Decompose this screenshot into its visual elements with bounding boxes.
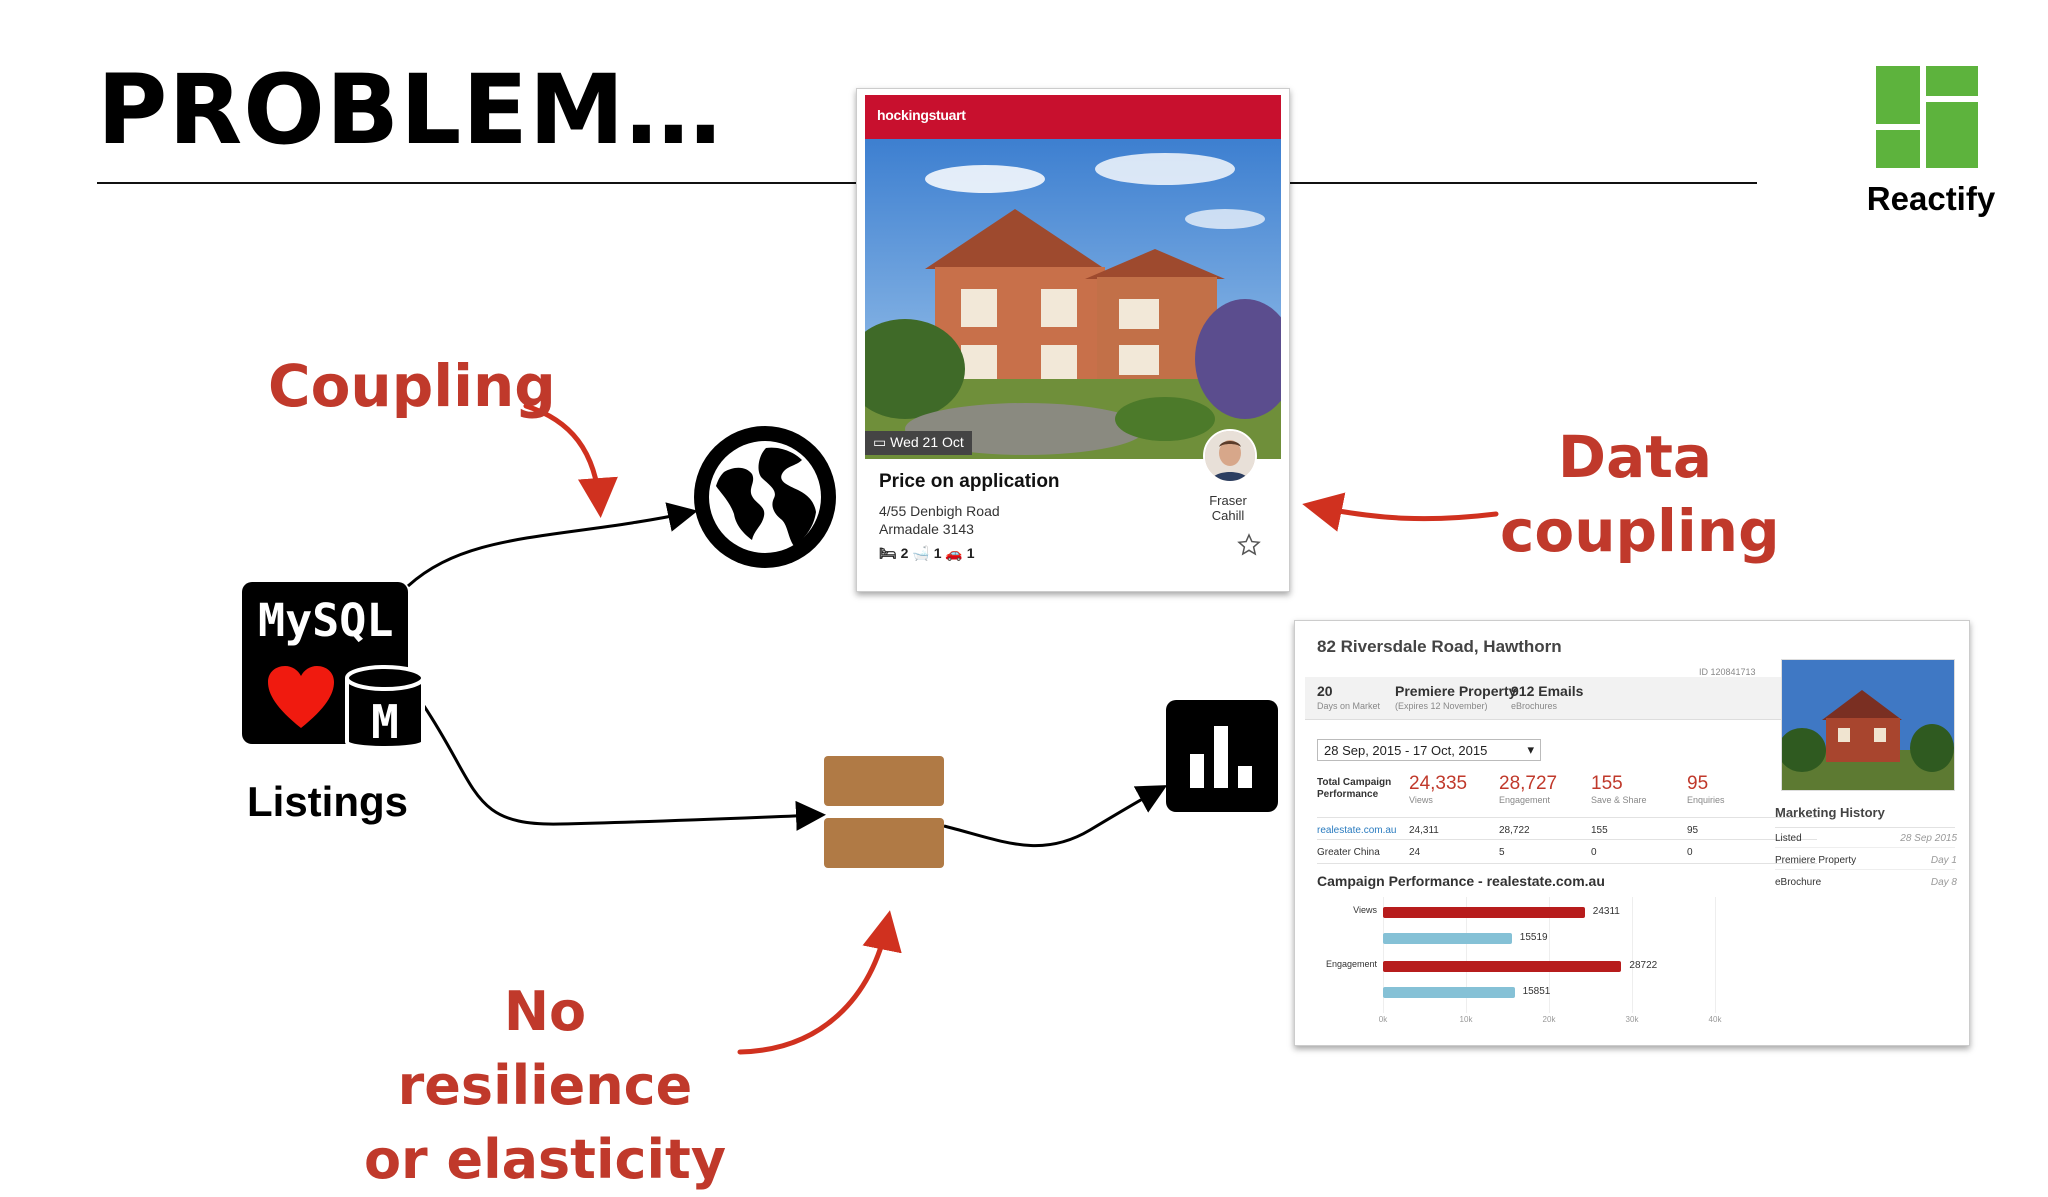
chart-bar bbox=[1383, 933, 1512, 944]
inspection-date-badge: ▭ Wed 21 Oct bbox=[865, 431, 972, 455]
bath-count: 1 bbox=[933, 545, 942, 561]
chart-data-label: 15851 bbox=[1522, 986, 1551, 997]
bar-chart-icon bbox=[1166, 700, 1278, 812]
page-title: PROBLEM… bbox=[97, 54, 723, 166]
diagram-connectors bbox=[406, 403, 1499, 1055]
listing-id: ID 120841713 bbox=[1699, 667, 1756, 677]
agent-avatar[interactable] bbox=[1203, 429, 1257, 483]
no-resilience-annotation: No resilience or elasticity bbox=[360, 975, 730, 1197]
property-photo[interactable] bbox=[865, 139, 1281, 459]
listing-card[interactable]: hockingstuart bbox=[856, 88, 1290, 592]
no-resilience-line-1: No resilience bbox=[397, 980, 693, 1117]
chart-gridline bbox=[1383, 897, 1384, 1013]
bed-count: 2 bbox=[900, 545, 909, 561]
chart-gridline bbox=[1466, 897, 1467, 1013]
car-count: 1 bbox=[966, 545, 975, 561]
car-icon: 🚗 bbox=[945, 545, 963, 561]
data-coupling-line-1: Data bbox=[1557, 423, 1713, 491]
agency-header: hockingstuart bbox=[865, 95, 1281, 139]
logo-wordmark: Reactify bbox=[1866, 180, 1996, 217]
chart-tick-label: 40k bbox=[1708, 1015, 1722, 1024]
chart-gridline bbox=[1632, 897, 1633, 1013]
db-badge-letter: M bbox=[371, 695, 399, 749]
chart-bar bbox=[1383, 987, 1515, 998]
property-thumbnail bbox=[1781, 659, 1955, 791]
data-coupling-annotation: Data coupling bbox=[1500, 420, 1780, 568]
listings-label: Listings bbox=[247, 778, 409, 825]
globe-icon bbox=[694, 426, 836, 568]
star-icon[interactable] bbox=[1237, 533, 1261, 557]
chevron-down-icon: ▾ bbox=[1527, 742, 1534, 757]
connector-db-to-web bbox=[406, 502, 698, 588]
bath-icon: 🛁 bbox=[912, 545, 930, 561]
coupling-annotation: Coupling bbox=[268, 352, 556, 420]
chart-title: Campaign Performance - realestate.com.au bbox=[1317, 873, 1605, 889]
listing-address-line-1: 4/55 Denbigh Road bbox=[879, 503, 1000, 519]
resilience-arrow bbox=[737, 910, 902, 1055]
database-cylinder-icon: M bbox=[345, 665, 425, 750]
chart-bar bbox=[1383, 961, 1622, 972]
chart-data-label: 15519 bbox=[1519, 932, 1548, 943]
agency-brand: hockingstuart bbox=[877, 107, 966, 123]
connector-db-to-queue bbox=[422, 705, 826, 831]
data-coupling-line-2: coupling bbox=[1500, 497, 1780, 565]
chart-tick-label: 10k bbox=[1459, 1015, 1473, 1024]
calendar-icon: ▭ bbox=[873, 434, 891, 450]
chart-bar bbox=[1383, 907, 1585, 918]
heart-icon bbox=[268, 666, 334, 728]
connector-queue-to-analytics bbox=[943, 785, 1168, 848]
no-resilience-line-2: or elasticity bbox=[363, 1128, 727, 1191]
campaign-dashboard: 82 Riversdale Road, Hawthorn ID 12084171… bbox=[1294, 620, 1970, 1046]
chart-data-label: 24311 bbox=[1592, 906, 1620, 917]
data-coupling-arrow bbox=[1302, 492, 1499, 532]
performance-label: Total Campaign Performance bbox=[1317, 777, 1392, 800]
agent-name: Fraser Cahill bbox=[1209, 493, 1247, 523]
chart-category-label: Views bbox=[1353, 905, 1377, 915]
chart-gridline bbox=[1549, 897, 1550, 1013]
chart-gridline bbox=[1715, 897, 1716, 1013]
listing-price: Price on application bbox=[879, 471, 1060, 492]
coupling-arrow bbox=[523, 403, 618, 518]
listing-address-line-2: Armadale 3143 bbox=[879, 521, 974, 537]
summary-stats: 20 Days on Market Premiere Property (Exp… bbox=[1305, 677, 1833, 720]
chart-tick-label: 0k bbox=[1378, 1015, 1388, 1024]
chart-tick-label: 30k bbox=[1625, 1015, 1639, 1024]
bed-icon: 🛏 bbox=[879, 545, 897, 561]
queue-icon bbox=[824, 756, 944, 868]
mysql-icon-label: MySQL bbox=[258, 594, 394, 647]
date-range-select[interactable]: 28 Sep, 2015 - 17 Oct, 2015 ▾ bbox=[1317, 739, 1541, 761]
chart-tick-label: 20k bbox=[1542, 1015, 1556, 1024]
reactify-logo-icon bbox=[1876, 66, 1978, 168]
chart-category-label: Engagement bbox=[1325, 959, 1377, 969]
dashboard-address: 82 Riversdale Road, Hawthorn bbox=[1317, 637, 1562, 656]
chart-data-label: 28722 bbox=[1629, 960, 1658, 971]
listing-features: 🛏 2 🛁 1 🚗 1 bbox=[879, 545, 975, 562]
source-link-realestate[interactable]: realestate.com.au bbox=[1317, 825, 1397, 836]
